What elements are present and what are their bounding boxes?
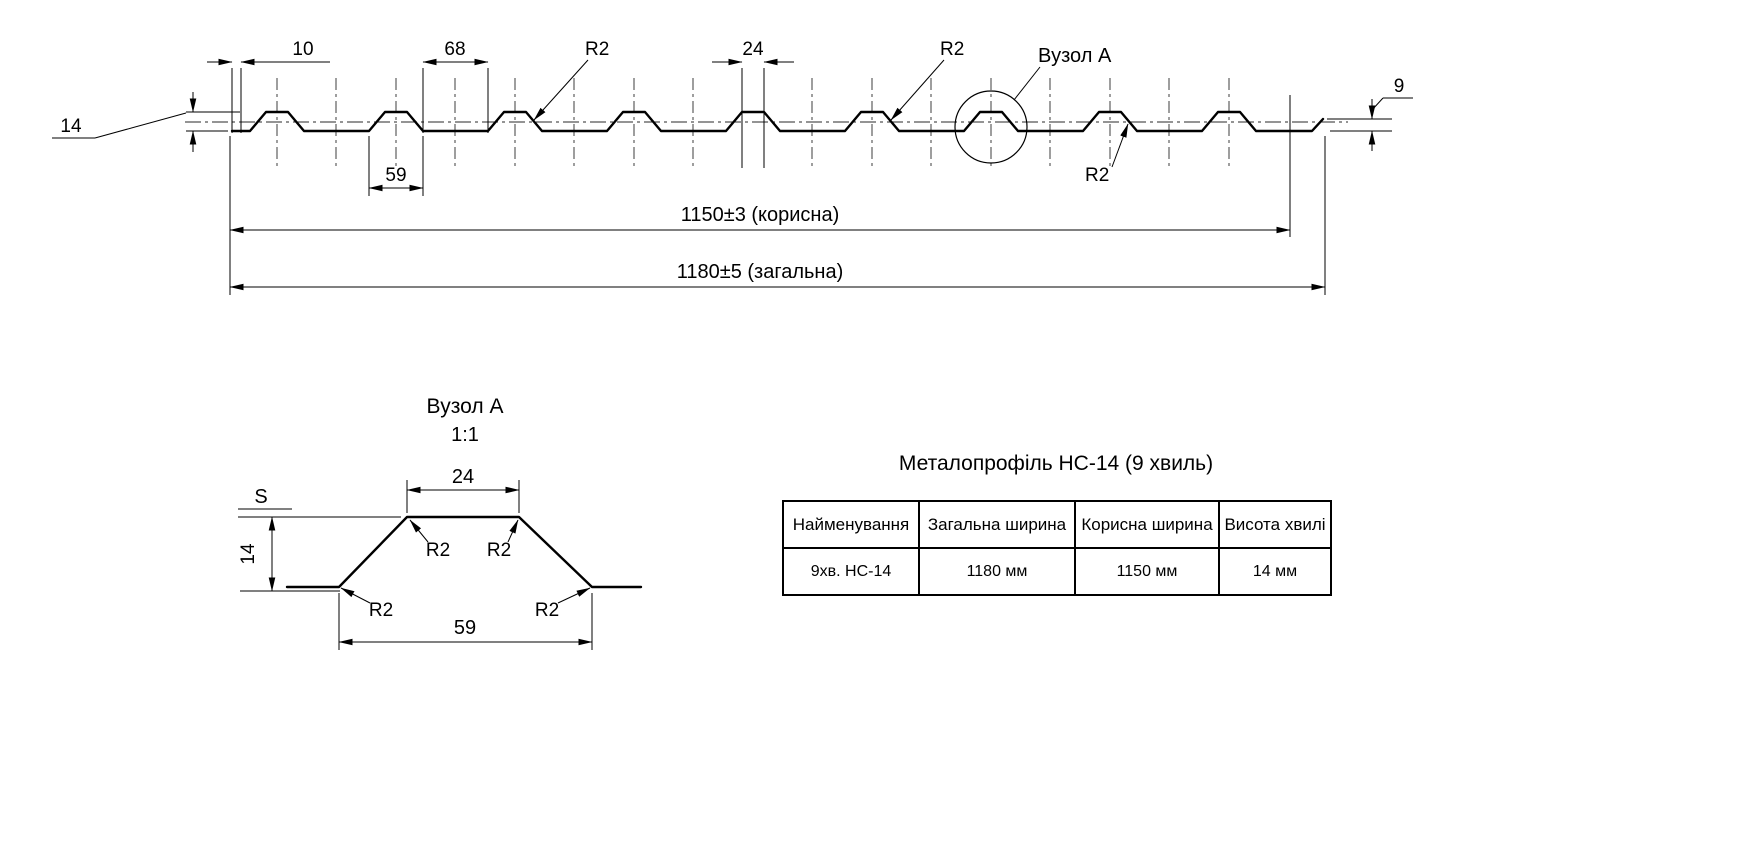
leader-line [533,59,589,121]
detail-radius-bottom-right: R2 [535,587,591,621]
detail-view-node-a: Вузол А 1:1 S 14 24 R2 R2 [238,395,643,650]
dim-value: 24 [742,39,764,60]
detail-title: Вузол А [427,395,504,418]
radius-value: R2 [1085,165,1109,186]
node-a-callout: Вузол А [954,45,1112,164]
dim-value: 14 [238,543,259,565]
cell-useful-width: 1150 мм [1074,547,1220,596]
dim-value: 24 [452,466,474,488]
detail-radius-top-right: R2 [487,519,519,561]
col-header-useful-width: Корисна ширина [1074,500,1220,549]
radius-callout-left: R2 [533,39,609,121]
spec-table: Найменування Загальна ширина Корисна шир… [782,500,1332,596]
detail-circle [954,90,1028,164]
dim-value: 1180±5 (загальна) [677,261,844,283]
leader-line [507,519,519,543]
table-title: Металопрофіль НС-14 (9 хвиль) [898,452,1214,475]
dim-crest-24: 24 [712,39,794,168]
dim-height-14: 14 [52,92,240,152]
dim-base-59: 59 [368,136,424,196]
leader-line [557,587,591,604]
dim-value: 68 [444,39,465,60]
cell-name: 9хв. НС-14 [782,547,920,596]
radius-callout-lower: R2 [1085,123,1129,186]
leader-line [340,587,371,604]
detail-radius-bottom-left: R2 [340,587,393,621]
dim-valley-68: 68 [422,39,489,133]
leader-line [890,59,945,121]
thickness-label: S [254,486,267,508]
dim-value: 1150±3 (корисна) [681,204,840,226]
col-header-name: Найменування [782,500,920,549]
radius-value: R2 [585,39,609,60]
dim-value: 14 [60,116,82,137]
dim-value: 59 [454,617,476,639]
dim-edge-height-9: 9 [1327,76,1413,151]
table-row: 9хв. НС-14 1180 мм 1150 мм 14 мм [782,547,1332,596]
leader-line [1371,97,1384,111]
leader-line [409,519,429,543]
radius-callout-middle: R2 [890,39,964,121]
dim-value: 9 [1394,76,1405,97]
col-header-wave-height: Висота хвилі [1218,500,1332,549]
detail-dim-height-14: 14 [238,516,401,592]
table-header-row: Найменування Загальна ширина Корисна шир… [782,500,1332,549]
radius-value: R2 [487,540,511,561]
radius-value: R2 [940,39,964,60]
dim-value: 10 [292,39,313,60]
detail-scale: 1:1 [451,424,479,446]
leader-line [1013,66,1041,101]
dim-useful-width: 1150±3 (корисна) [229,95,1291,237]
cell-total-width: 1180 мм [918,547,1076,596]
leader-line [1111,123,1129,168]
detail-profile-outline [285,515,643,589]
spec-table-section: Металопрофіль НС-14 (9 хвиль) Найменуван… [782,452,1332,596]
dim-total-width: 1180±5 (загальна) [229,136,1326,295]
detail-radius-top-left: R2 [409,519,450,561]
dim-value: 59 [385,165,406,186]
wave-centerlines [276,78,1230,168]
dim-edge-10: 10 [207,39,330,133]
leader-line [94,112,187,139]
profile-section-view: 10 68 24 R2 R2 R2 [52,39,1413,295]
cell-wave-height: 14 мм [1218,547,1332,596]
radius-value: R2 [535,600,559,621]
col-header-total-width: Загальна ширина [918,500,1076,549]
node-label: Вузол А [1038,45,1112,67]
radius-value: R2 [426,540,450,561]
detail-dim-crest-24: 24 [406,466,520,513]
radius-value: R2 [369,600,393,621]
detail-dim-base-59: 59 [338,593,593,650]
